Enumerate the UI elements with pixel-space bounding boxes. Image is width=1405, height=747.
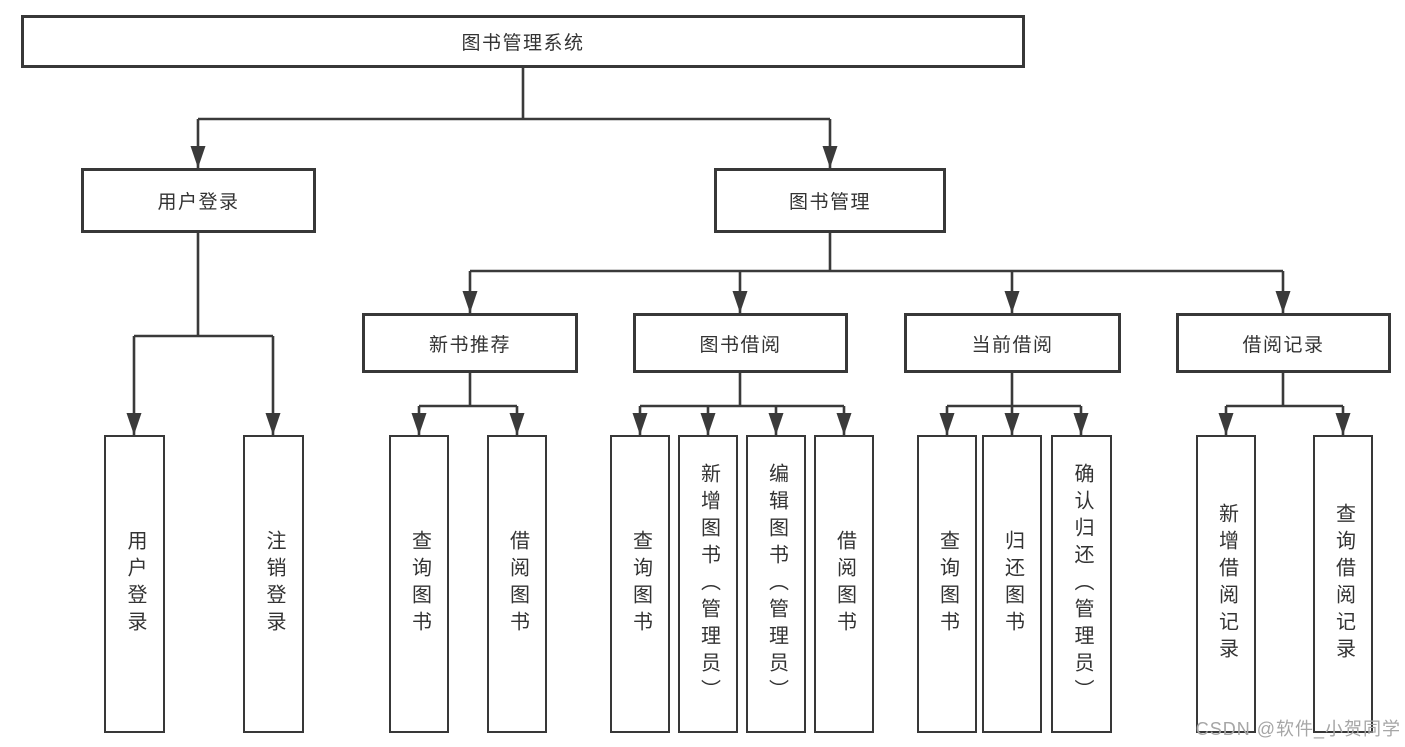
node-borrow-records: 借阅记录 [1176, 313, 1391, 373]
connector-user-login [126, 233, 281, 435]
leaf-bb-add-books-admin: 新增图书（管理员） [678, 435, 738, 733]
node-new-book-recommend: 新书推荐 [362, 313, 578, 373]
leaf-bb-borrow-books-label: 借阅图书 [833, 530, 856, 638]
node-user-login: 用户登录 [81, 168, 316, 233]
watermark: CSDN @软件_小贺同学 [1195, 719, 1401, 739]
leaf-user-login-label: 用户登录 [124, 530, 146, 638]
connector-book-management [462, 233, 1291, 313]
leaf-br-add-borrow-record: 新增借阅记录 [1196, 435, 1256, 733]
leaf-bb-edit-books-admin-label: 编辑图书（管理员） [765, 462, 788, 706]
leaf-user-login: 用户登录 [104, 435, 165, 733]
leaf-nbr-query-books-label: 查询图书 [408, 530, 431, 638]
leaf-cb-confirm-return-admin-label: 确认归还（管理员） [1071, 462, 1093, 706]
leaf-bb-query-books-label: 查询图书 [629, 530, 652, 638]
connector-root-to-level2 [190, 68, 838, 168]
leaf-cb-query-books: 查询图书 [917, 435, 977, 733]
connector-borrow-records [1218, 373, 1351, 435]
leaf-bb-add-books-admin-label: 新增图书（管理员） [697, 462, 720, 706]
leaf-logout-login-label: 注销登录 [263, 530, 285, 638]
node-book-management: 图书管理 [714, 168, 946, 233]
connector-book-borrow [632, 373, 852, 435]
leaf-cb-return-books-label: 归还图书 [1001, 530, 1024, 638]
node-current-borrow: 当前借阅 [904, 313, 1121, 373]
leaf-logout-login: 注销登录 [243, 435, 304, 733]
leaf-nbr-query-books: 查询图书 [389, 435, 449, 733]
leaf-bb-query-books: 查询图书 [610, 435, 670, 733]
leaf-br-query-borrow-record-label: 查询借阅记录 [1332, 503, 1355, 665]
leaf-bb-borrow-books: 借阅图书 [814, 435, 874, 733]
leaf-br-add-borrow-record-label: 新增借阅记录 [1215, 503, 1238, 665]
connector-current-borrow [939, 373, 1089, 435]
leaf-cb-return-books: 归还图书 [982, 435, 1042, 733]
leaf-bb-edit-books-admin: 编辑图书（管理员） [746, 435, 806, 733]
node-book-borrow: 图书借阅 [633, 313, 848, 373]
leaf-cb-query-books-label: 查询图书 [936, 530, 959, 638]
leaf-br-query-borrow-record: 查询借阅记录 [1313, 435, 1373, 733]
node-library-management-system: 图书管理系统 [21, 15, 1025, 68]
leaf-nbr-borrow-books: 借阅图书 [487, 435, 547, 733]
connector-new-book-recommend [411, 373, 525, 435]
leaf-cb-confirm-return-admin: 确认归还（管理员） [1051, 435, 1112, 733]
leaf-nbr-borrow-books-label: 借阅图书 [506, 530, 529, 638]
